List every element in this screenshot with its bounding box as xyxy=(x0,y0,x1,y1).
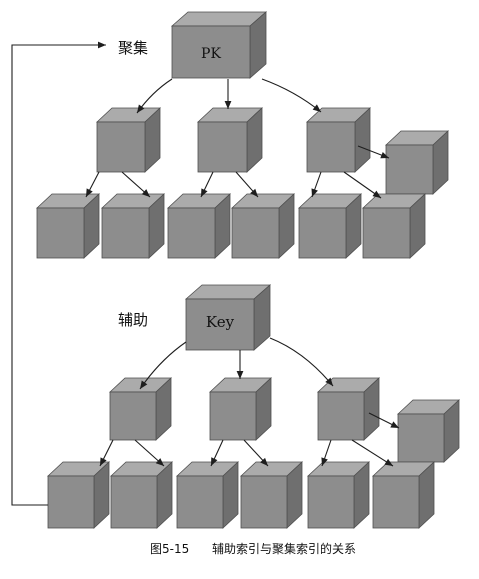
secondary-leaf-page-2 xyxy=(109,461,174,529)
index-pages-layer xyxy=(35,11,461,529)
arrow-secondary-branch-3-to-leaf-6 xyxy=(351,439,394,467)
arrow-secondary-branch-1-to-leaf-1 xyxy=(99,439,114,467)
cube-front-face xyxy=(385,144,434,195)
arrowhead xyxy=(86,188,93,197)
clustered-root-page xyxy=(170,11,268,79)
cube-front-face xyxy=(171,25,251,79)
arrowhead xyxy=(311,188,318,197)
cube-front-face xyxy=(397,413,445,463)
arrow-clustered-branch-1-to-leaf-2 xyxy=(121,171,151,198)
cube-front-face xyxy=(101,207,150,259)
arrowhead xyxy=(380,151,389,159)
cube-front-face xyxy=(372,475,420,529)
arrow-secondary-root-to-branch-1 xyxy=(139,341,187,390)
cube-front-face xyxy=(185,298,255,351)
arrowhead xyxy=(224,101,232,109)
secondary-extra-page xyxy=(396,399,461,463)
arrow-clustered-branch-3-to-leaf-6 xyxy=(343,171,382,199)
secondary-leaf-page-5 xyxy=(306,461,371,529)
arrow-secondary-branch-2-to-leaf-4 xyxy=(243,439,269,467)
clustered-root-key-label: PK xyxy=(201,46,221,62)
arrow-clustered-branch-2-to-leaf-4 xyxy=(235,171,259,198)
secondary-leaf-page-3 xyxy=(175,461,240,529)
arrow-clustered-branch-2-to-leaf-3 xyxy=(200,171,214,198)
cube-front-face xyxy=(109,391,157,441)
arrow-secondary-branch-3-to-extra xyxy=(368,412,400,429)
arrow-clustered-root-to-branch-3 xyxy=(261,78,322,113)
arrow-secondary-leaf-to-clustered-index xyxy=(11,41,106,506)
cube-front-face xyxy=(47,475,95,529)
cube-front-face xyxy=(298,207,347,259)
cube-front-face xyxy=(167,207,216,259)
arrow-clustered-root-to-branch-1 xyxy=(136,78,173,114)
cube-front-face xyxy=(240,475,288,529)
arrow-clustered-branch-3-to-extra xyxy=(357,145,390,159)
arrowhead xyxy=(140,380,148,389)
arrow-secondary-branch-2-to-leaf-3 xyxy=(210,439,224,467)
figure-caption: 辅助索引与聚集索引的关系 xyxy=(212,541,356,556)
arrow-line xyxy=(269,337,334,387)
arrow-line xyxy=(351,439,394,467)
cube-front-face xyxy=(209,391,257,441)
secondary-leaf-page-6 xyxy=(371,461,436,529)
clustered-index-label: 聚集 xyxy=(118,39,148,57)
secondary-root-key-label: Key xyxy=(206,313,235,331)
arrowhead xyxy=(390,421,399,428)
arrowhead xyxy=(141,189,150,197)
cube-front-face xyxy=(96,121,146,173)
secondary-leaf-page-1 xyxy=(46,461,111,529)
cube-front-face xyxy=(231,207,280,259)
secondary-branch-page-3 xyxy=(316,377,381,441)
arrowhead xyxy=(211,457,218,466)
arrowhead xyxy=(98,41,106,49)
cube-front-face xyxy=(306,121,356,173)
arrowhead xyxy=(155,458,164,466)
pointer-arrows-layer xyxy=(11,41,400,506)
arrow-clustered-root-to-branch-2 xyxy=(224,79,232,109)
arrow-secondary-branch-3-to-leaf-5 xyxy=(321,439,332,467)
arrow-secondary-branch-1-to-leaf-2 xyxy=(134,439,165,467)
arrow-line xyxy=(261,78,322,113)
arrowhead xyxy=(312,104,321,112)
arrowhead xyxy=(236,371,244,379)
arrow-clustered-branch-1-to-leaf-1 xyxy=(85,171,100,198)
clustered-extra-page xyxy=(384,130,450,195)
cube-front-face xyxy=(110,475,158,529)
secondary-root-page xyxy=(184,284,272,351)
arrowhead xyxy=(250,188,258,197)
arrow-secondary-root-to-branch-3 xyxy=(269,337,334,387)
arrow-clustered-branch-3-to-leaf-5 xyxy=(311,171,322,198)
cube-front-face xyxy=(197,121,248,173)
cube-front-face xyxy=(307,475,355,529)
clustered-branch-page-2 xyxy=(196,107,264,173)
cube-front-face xyxy=(176,475,224,529)
clustered-leaf-page-5 xyxy=(297,193,363,259)
clustered-leaf-page-2 xyxy=(100,193,166,259)
secondary-leaf-page-4 xyxy=(239,461,304,529)
arrowhead xyxy=(260,457,268,466)
secondary-branch-page-1 xyxy=(108,377,173,441)
clustered-leaf-page-1 xyxy=(35,193,101,259)
arrowhead xyxy=(372,190,381,198)
arrowhead xyxy=(100,457,107,466)
clustered-branch-page-1 xyxy=(95,107,162,173)
clustered-leaf-page-6 xyxy=(361,193,427,259)
figure-number: 图5-15 xyxy=(150,542,189,556)
clustered-leaf-page-4 xyxy=(230,193,296,259)
arrow-secondary-root-to-branch-2 xyxy=(236,350,244,379)
secondary-index-label: 辅助 xyxy=(118,311,148,329)
cube-front-face xyxy=(317,391,365,441)
clustered-leaf-page-3 xyxy=(166,193,232,259)
clustered-branch-page-3 xyxy=(305,107,372,173)
arrowhead xyxy=(201,188,208,197)
arrowhead xyxy=(321,457,328,466)
arrowhead xyxy=(325,377,333,386)
cube-front-face xyxy=(36,207,85,259)
arrowhead xyxy=(137,104,145,113)
arrowhead xyxy=(384,458,393,466)
arrow-line xyxy=(11,44,106,506)
secondary-branch-page-2 xyxy=(208,377,273,441)
cube-front-face xyxy=(362,207,411,259)
